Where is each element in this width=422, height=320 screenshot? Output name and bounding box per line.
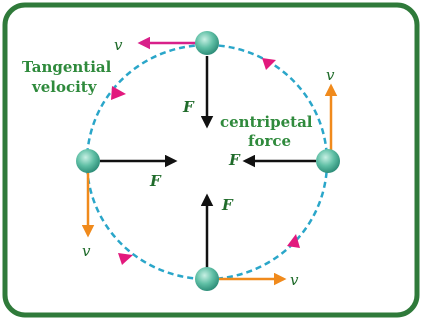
velocity-symbol-left: v bbox=[82, 242, 91, 260]
centripetal-force-label-line1: centripetal bbox=[220, 113, 313, 131]
velocity-symbol-bottom: v bbox=[290, 271, 299, 289]
tangential-velocity-label-line1: Tangential bbox=[22, 58, 112, 76]
velocity-symbol-right: v bbox=[326, 66, 335, 84]
force-symbol-left: F bbox=[149, 172, 162, 190]
ball-left bbox=[76, 149, 100, 173]
ball-top bbox=[195, 31, 219, 55]
velocity-symbol-top: v bbox=[114, 36, 123, 54]
force-symbol-right: F bbox=[228, 151, 241, 169]
centripetal-force-label-line2: force bbox=[248, 132, 291, 150]
ball-bottom bbox=[195, 267, 219, 291]
tangential-velocity-label-line2: velocity bbox=[31, 78, 98, 96]
force-symbol-bottom: F bbox=[221, 196, 234, 214]
ball-right bbox=[316, 149, 340, 173]
force-symbol-top: F bbox=[182, 98, 195, 116]
